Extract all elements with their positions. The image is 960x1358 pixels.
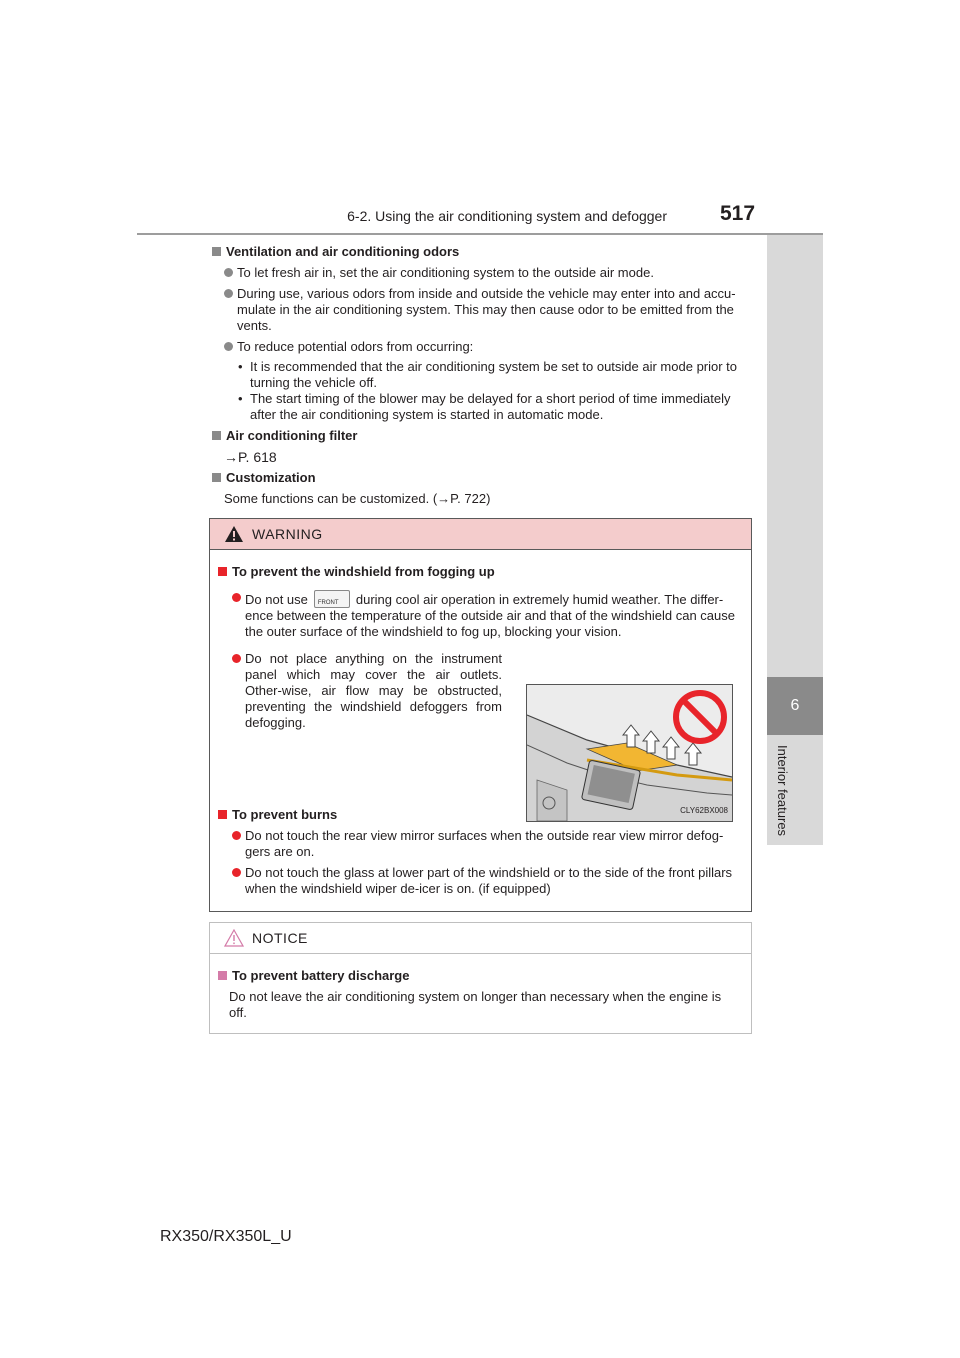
list-item: Do not touch the rear view mirror surfac…	[232, 828, 745, 860]
bullet-icon	[232, 654, 241, 663]
warning-box: WARNING To prevent the windshield from f…	[209, 518, 752, 912]
header-section-title: 6-2. Using the air conditioning system a…	[347, 208, 667, 224]
list-item: During use, various odors from inside an…	[224, 286, 755, 334]
warning-header: WARNING	[210, 519, 751, 550]
list-item: To let fresh air in, set the air conditi…	[224, 265, 755, 281]
sub-list-item: •It is recommended that the air conditio…	[238, 359, 738, 390]
list-item: Do not place anything on the instrument …	[232, 651, 502, 731]
front-defogger-button-icon: FRONT	[313, 590, 350, 608]
square-bullet-icon	[218, 971, 227, 980]
bullet-icon	[232, 593, 241, 602]
bullet-icon	[224, 268, 233, 277]
list-item: To reduce potential odors from occurring…	[224, 339, 755, 355]
square-bullet-icon	[218, 810, 227, 819]
caution-triangle-icon	[224, 929, 244, 947]
chapter-label: Interior features	[775, 745, 790, 837]
dashboard-illustration: CLY62BX008	[526, 684, 733, 822]
square-bullet-icon	[212, 247, 221, 256]
square-bullet-icon	[218, 567, 227, 576]
burns-heading: To prevent burns	[218, 807, 745, 823]
bullet-icon	[224, 289, 233, 298]
square-bullet-icon	[212, 473, 221, 482]
header-rule	[137, 233, 823, 235]
sub-list-item: •The start timing of the blower may be d…	[238, 391, 731, 422]
notice-body: To prevent battery discharge Do not leav…	[210, 954, 751, 1021]
bullet-icon	[232, 868, 241, 877]
dashboard-illustration-graphic	[527, 685, 732, 821]
bullet-icon	[224, 342, 233, 351]
notice-title: NOTICE	[252, 930, 308, 946]
filter-heading: Air conditioning filter	[210, 428, 755, 444]
side-bar	[767, 235, 823, 677]
battery-heading: To prevent battery discharge	[218, 968, 745, 984]
fog-heading: To prevent the windshield from fogging u…	[218, 564, 745, 580]
main-content: Ventilation and air conditioning odors T…	[210, 244, 755, 512]
customization-heading: Customization	[210, 470, 755, 486]
burns-section: To prevent burns Do not touch the rear v…	[218, 807, 745, 902]
chapter-tab[interactable]: 6	[767, 677, 823, 735]
warning-body: To prevent the windshield from fogging u…	[210, 550, 751, 904]
bullet-icon	[232, 831, 241, 840]
customization-text: Some functions can be customized. (→P. 7…	[224, 491, 491, 506]
ventilation-heading: Ventilation and air conditioning odors	[210, 244, 755, 260]
page-number: 517	[720, 202, 756, 225]
footer-model: RX350/RX350L_U	[160, 1228, 292, 1245]
notice-header: NOTICE	[210, 923, 751, 954]
filter-page-link[interactable]: →P. 618	[224, 449, 277, 465]
battery-text: Do not leave the air conditioning system…	[229, 989, 722, 1020]
notice-box: NOTICE To prevent battery discharge Do n…	[209, 922, 752, 1034]
square-bullet-icon	[212, 431, 221, 440]
list-item: Do not touch the glass at lower part of …	[232, 865, 745, 897]
warning-triangle-icon	[225, 526, 243, 542]
warning-title: WARNING	[252, 526, 323, 542]
side-bar-lower	[767, 735, 823, 845]
illustration-code: CLY62BX008	[680, 806, 728, 815]
chapter-number: 6	[790, 697, 800, 714]
